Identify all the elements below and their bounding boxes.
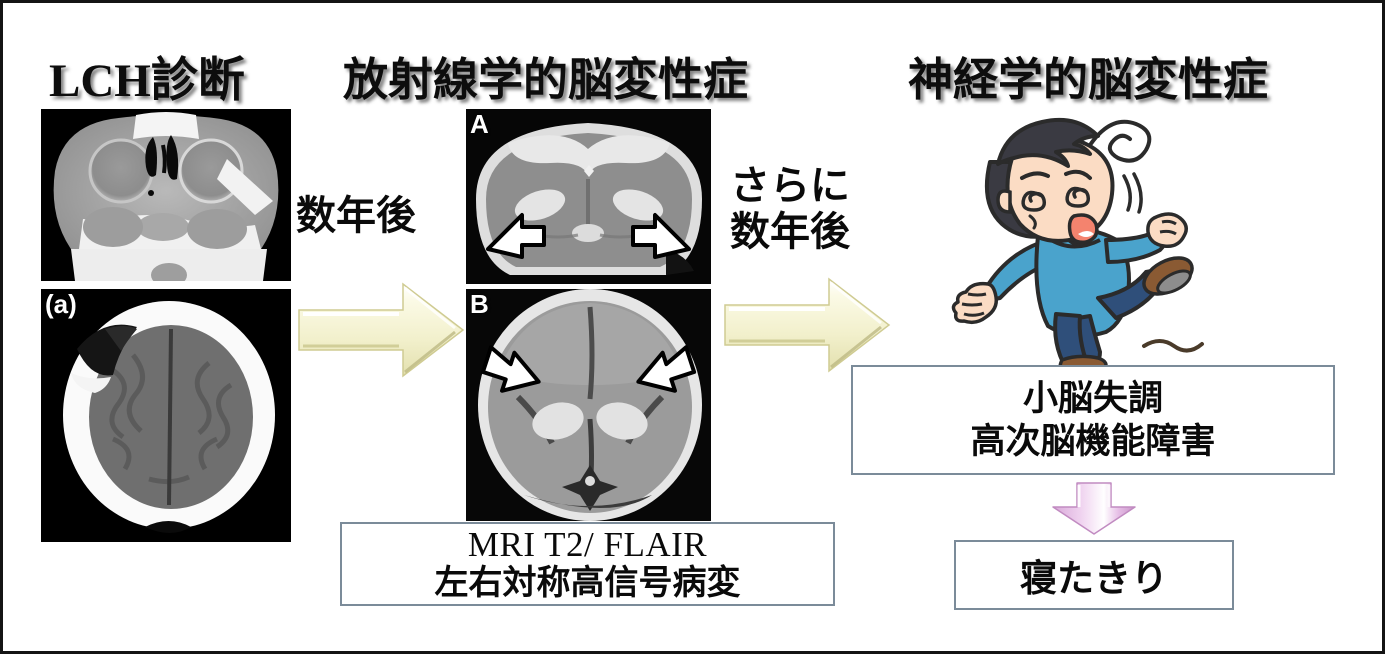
heading-stage-1: LCH診断 bbox=[49, 55, 245, 107]
panel-ct-skull: (a) bbox=[41, 289, 291, 542]
panel-label-a-lower: (a) bbox=[45, 289, 77, 319]
transition-arrow-1 bbox=[295, 280, 467, 380]
mri-cerebellum-image bbox=[466, 109, 711, 284]
illustration-stumbling-man bbox=[938, 108, 1213, 377]
transition-arrow-2 bbox=[721, 275, 893, 375]
outcome-label: 寝たきり bbox=[1020, 558, 1168, 599]
block-arrow-shape bbox=[298, 282, 465, 378]
box-mri-caption: MRI T2/ FLAIR 左右対称高信号病変 bbox=[340, 522, 835, 606]
panel-ct-orbit bbox=[41, 109, 291, 281]
ct-orbit-image bbox=[41, 109, 291, 281]
symptom-line-2: 高次脳機能障害 bbox=[970, 422, 1216, 461]
pink-arrow-shape bbox=[1052, 482, 1136, 535]
stumbling-man-figure bbox=[951, 117, 1204, 377]
box-symptoms: 小脳失調 高次脳機能障害 bbox=[851, 365, 1335, 475]
heading-stage-2: 放射線学的脳変性症 bbox=[343, 54, 749, 105]
box-outcome: 寝たきり bbox=[954, 540, 1234, 610]
heading-stage-3: 神経学的脳変性症 bbox=[908, 54, 1269, 105]
label-years-later-2-line2: 数年後 bbox=[730, 210, 850, 254]
ct-skull-image bbox=[41, 289, 291, 542]
panel-mri-a: A bbox=[466, 109, 711, 284]
mri-b-arrow-left bbox=[480, 345, 541, 393]
panel-label-a: A bbox=[470, 109, 489, 139]
symptom-line-1: 小脳失調 bbox=[1022, 379, 1163, 418]
panel-mri-b: B bbox=[466, 289, 711, 521]
mri-caption-line-2: 左右対称高信号病変 bbox=[434, 564, 741, 602]
label-years-later-2: さらに 数年後 bbox=[730, 163, 850, 255]
block-arrow-shape-2 bbox=[724, 277, 891, 373]
progression-arrow-down bbox=[1049, 481, 1139, 536]
mri-a-arrow-right bbox=[631, 213, 691, 259]
mri-a-arrow-left bbox=[486, 213, 546, 259]
panel-label-b: B bbox=[470, 289, 489, 319]
mri-basal-ganglia-image bbox=[466, 289, 711, 521]
mri-b-arrow-right bbox=[636, 345, 697, 393]
label-years-later-1: 数年後 bbox=[296, 194, 416, 238]
mri-caption-line-1: MRI T2/ FLAIR bbox=[467, 525, 708, 564]
label-years-later-2-line1: さらに bbox=[730, 164, 850, 208]
